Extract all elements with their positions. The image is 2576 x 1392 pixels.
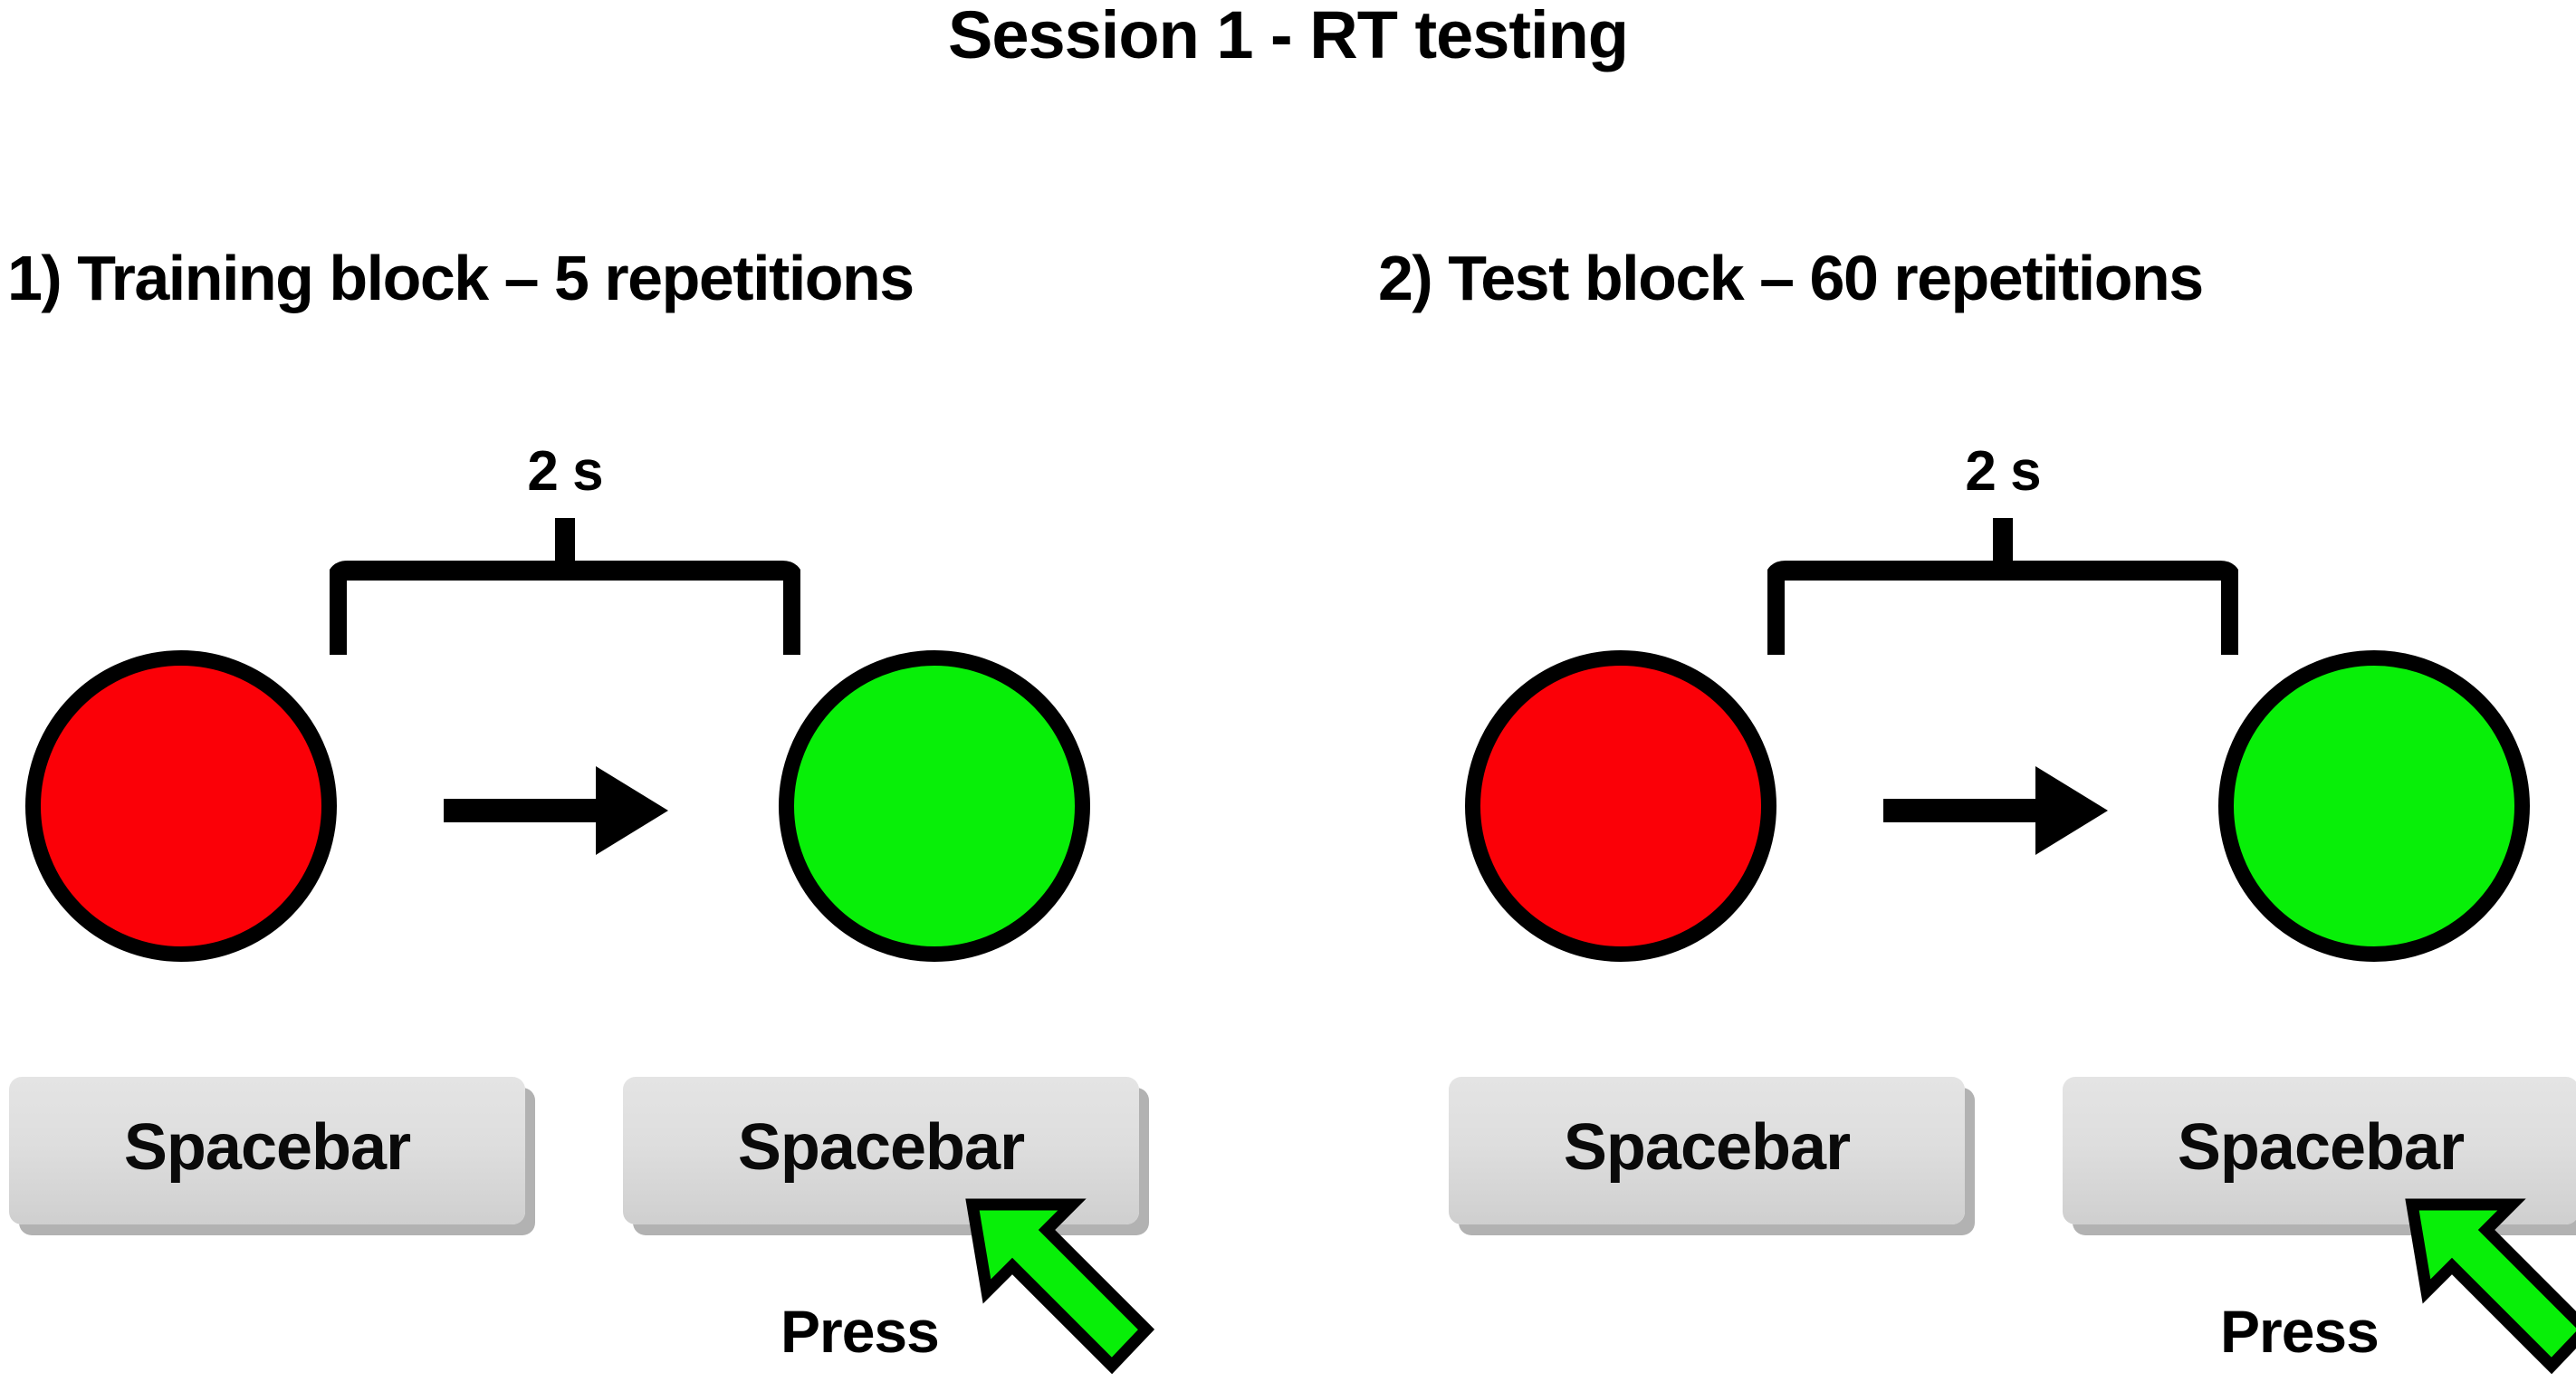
block-panel-training: 1) Training block – 5 repetitions 2 s Sp… xyxy=(0,0,1286,1392)
bracket-icon xyxy=(1767,518,2238,655)
interval-bracket-training: 2 s xyxy=(330,444,800,661)
right-arrow-icon xyxy=(1883,766,2108,855)
spacebar-key-first[interactable]: Spacebar xyxy=(9,1077,525,1224)
spacebar-key-label: Spacebar xyxy=(1563,1110,1851,1184)
stimulus-sequence-training xyxy=(0,650,1286,967)
up-left-arrow-icon xyxy=(2405,1198,2576,1375)
spacebar-key-label: Spacebar xyxy=(2177,1110,2465,1184)
stimulus-sequence-test xyxy=(1378,650,2576,967)
spacebar-key-label: Spacebar xyxy=(123,1110,411,1184)
interval-duration-label: 2 s xyxy=(527,440,603,503)
spacebar-key-first[interactable]: Spacebar xyxy=(1449,1077,1965,1224)
press-instruction-label: Press xyxy=(780,1298,940,1365)
up-left-arrow-icon xyxy=(965,1198,1155,1375)
red-circle-stimulus xyxy=(1465,650,1776,962)
right-arrow-icon xyxy=(444,766,668,855)
spacebar-key-label: Spacebar xyxy=(737,1110,1025,1184)
block-panel-test: 2) Test block – 60 repetitions 2 s Space… xyxy=(1378,0,2576,1392)
interval-duration-label: 2 s xyxy=(1965,440,2041,503)
interval-bracket-test: 2 s xyxy=(1767,444,2238,661)
green-circle-stimulus xyxy=(2218,650,2530,962)
press-instruction-label: Press xyxy=(2220,1298,2380,1365)
page-title: Session 1 - RT testing xyxy=(947,0,1629,72)
block-heading-test: 2) Test block – 60 repetitions xyxy=(1378,243,2204,313)
block-heading-training: 1) Training block – 5 repetitions xyxy=(7,243,915,313)
bracket-icon xyxy=(330,518,800,655)
green-circle-stimulus xyxy=(779,650,1090,962)
red-circle-stimulus xyxy=(25,650,337,962)
